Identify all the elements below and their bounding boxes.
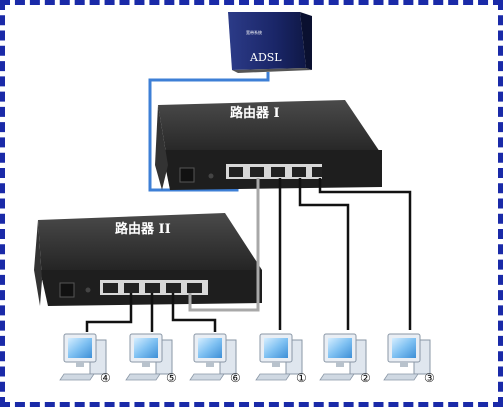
computers-row: ④ ⑤ ⑥ ① ② ③: [59, 333, 435, 385]
computer-label: ②: [360, 371, 371, 385]
monitor-stand: [76, 362, 84, 367]
computer-label: ④: [100, 371, 111, 385]
monitor-screen: [198, 338, 222, 358]
keyboard-icon: [59, 373, 95, 381]
router1-ports: [226, 164, 322, 179]
monitor-stand: [336, 362, 344, 367]
keyboard-icon: [125, 373, 161, 381]
monitor-screen: [264, 338, 288, 358]
computer-label: ①: [296, 371, 307, 385]
monitor-stand: [272, 362, 280, 367]
router-2: 路由器 II: [34, 213, 262, 306]
keyboard-icon: [255, 373, 291, 381]
monitor-screen: [68, 338, 92, 358]
modem-label: ADSL: [249, 51, 282, 64]
router-1: 路由器 I: [155, 100, 382, 190]
computer-label: ③: [424, 371, 435, 385]
monitor-screen: [392, 338, 416, 358]
computer-3: ③: [383, 333, 435, 385]
router2-ports: [100, 280, 208, 295]
cable-router2-to-pc4: [85, 293, 133, 332]
monitor-stand: [142, 362, 150, 367]
keyboard-icon: [189, 373, 225, 381]
keyboard-icon: [319, 373, 355, 381]
keyboard-icon: [383, 373, 419, 381]
router2-label: 路由器 II: [115, 221, 171, 237]
computer-4: ④: [59, 333, 111, 385]
monitor-screen: [328, 338, 352, 358]
computer-2: ②: [319, 333, 371, 385]
router1-label: 路由器 I: [230, 105, 280, 121]
monitor-stand: [400, 362, 408, 367]
computer-1: ①: [255, 333, 307, 385]
computer-6: ⑥: [189, 333, 241, 385]
cable-router2-to-pc6: [171, 293, 217, 332]
computer-5: ⑤: [125, 333, 177, 385]
computer-label: ⑤: [166, 371, 177, 385]
cable-router1-to-pc3: [318, 178, 412, 330]
adsl-modem: 宽带系统 ADSL: [228, 12, 312, 73]
monitor-stand: [206, 362, 214, 367]
cable-router1-to-pc2: [298, 178, 350, 330]
cable-router1-to-router2: [188, 178, 260, 312]
modem-small-text: 宽带系统: [246, 29, 262, 35]
monitor-screen: [134, 338, 158, 358]
computer-label: ⑥: [230, 371, 241, 385]
